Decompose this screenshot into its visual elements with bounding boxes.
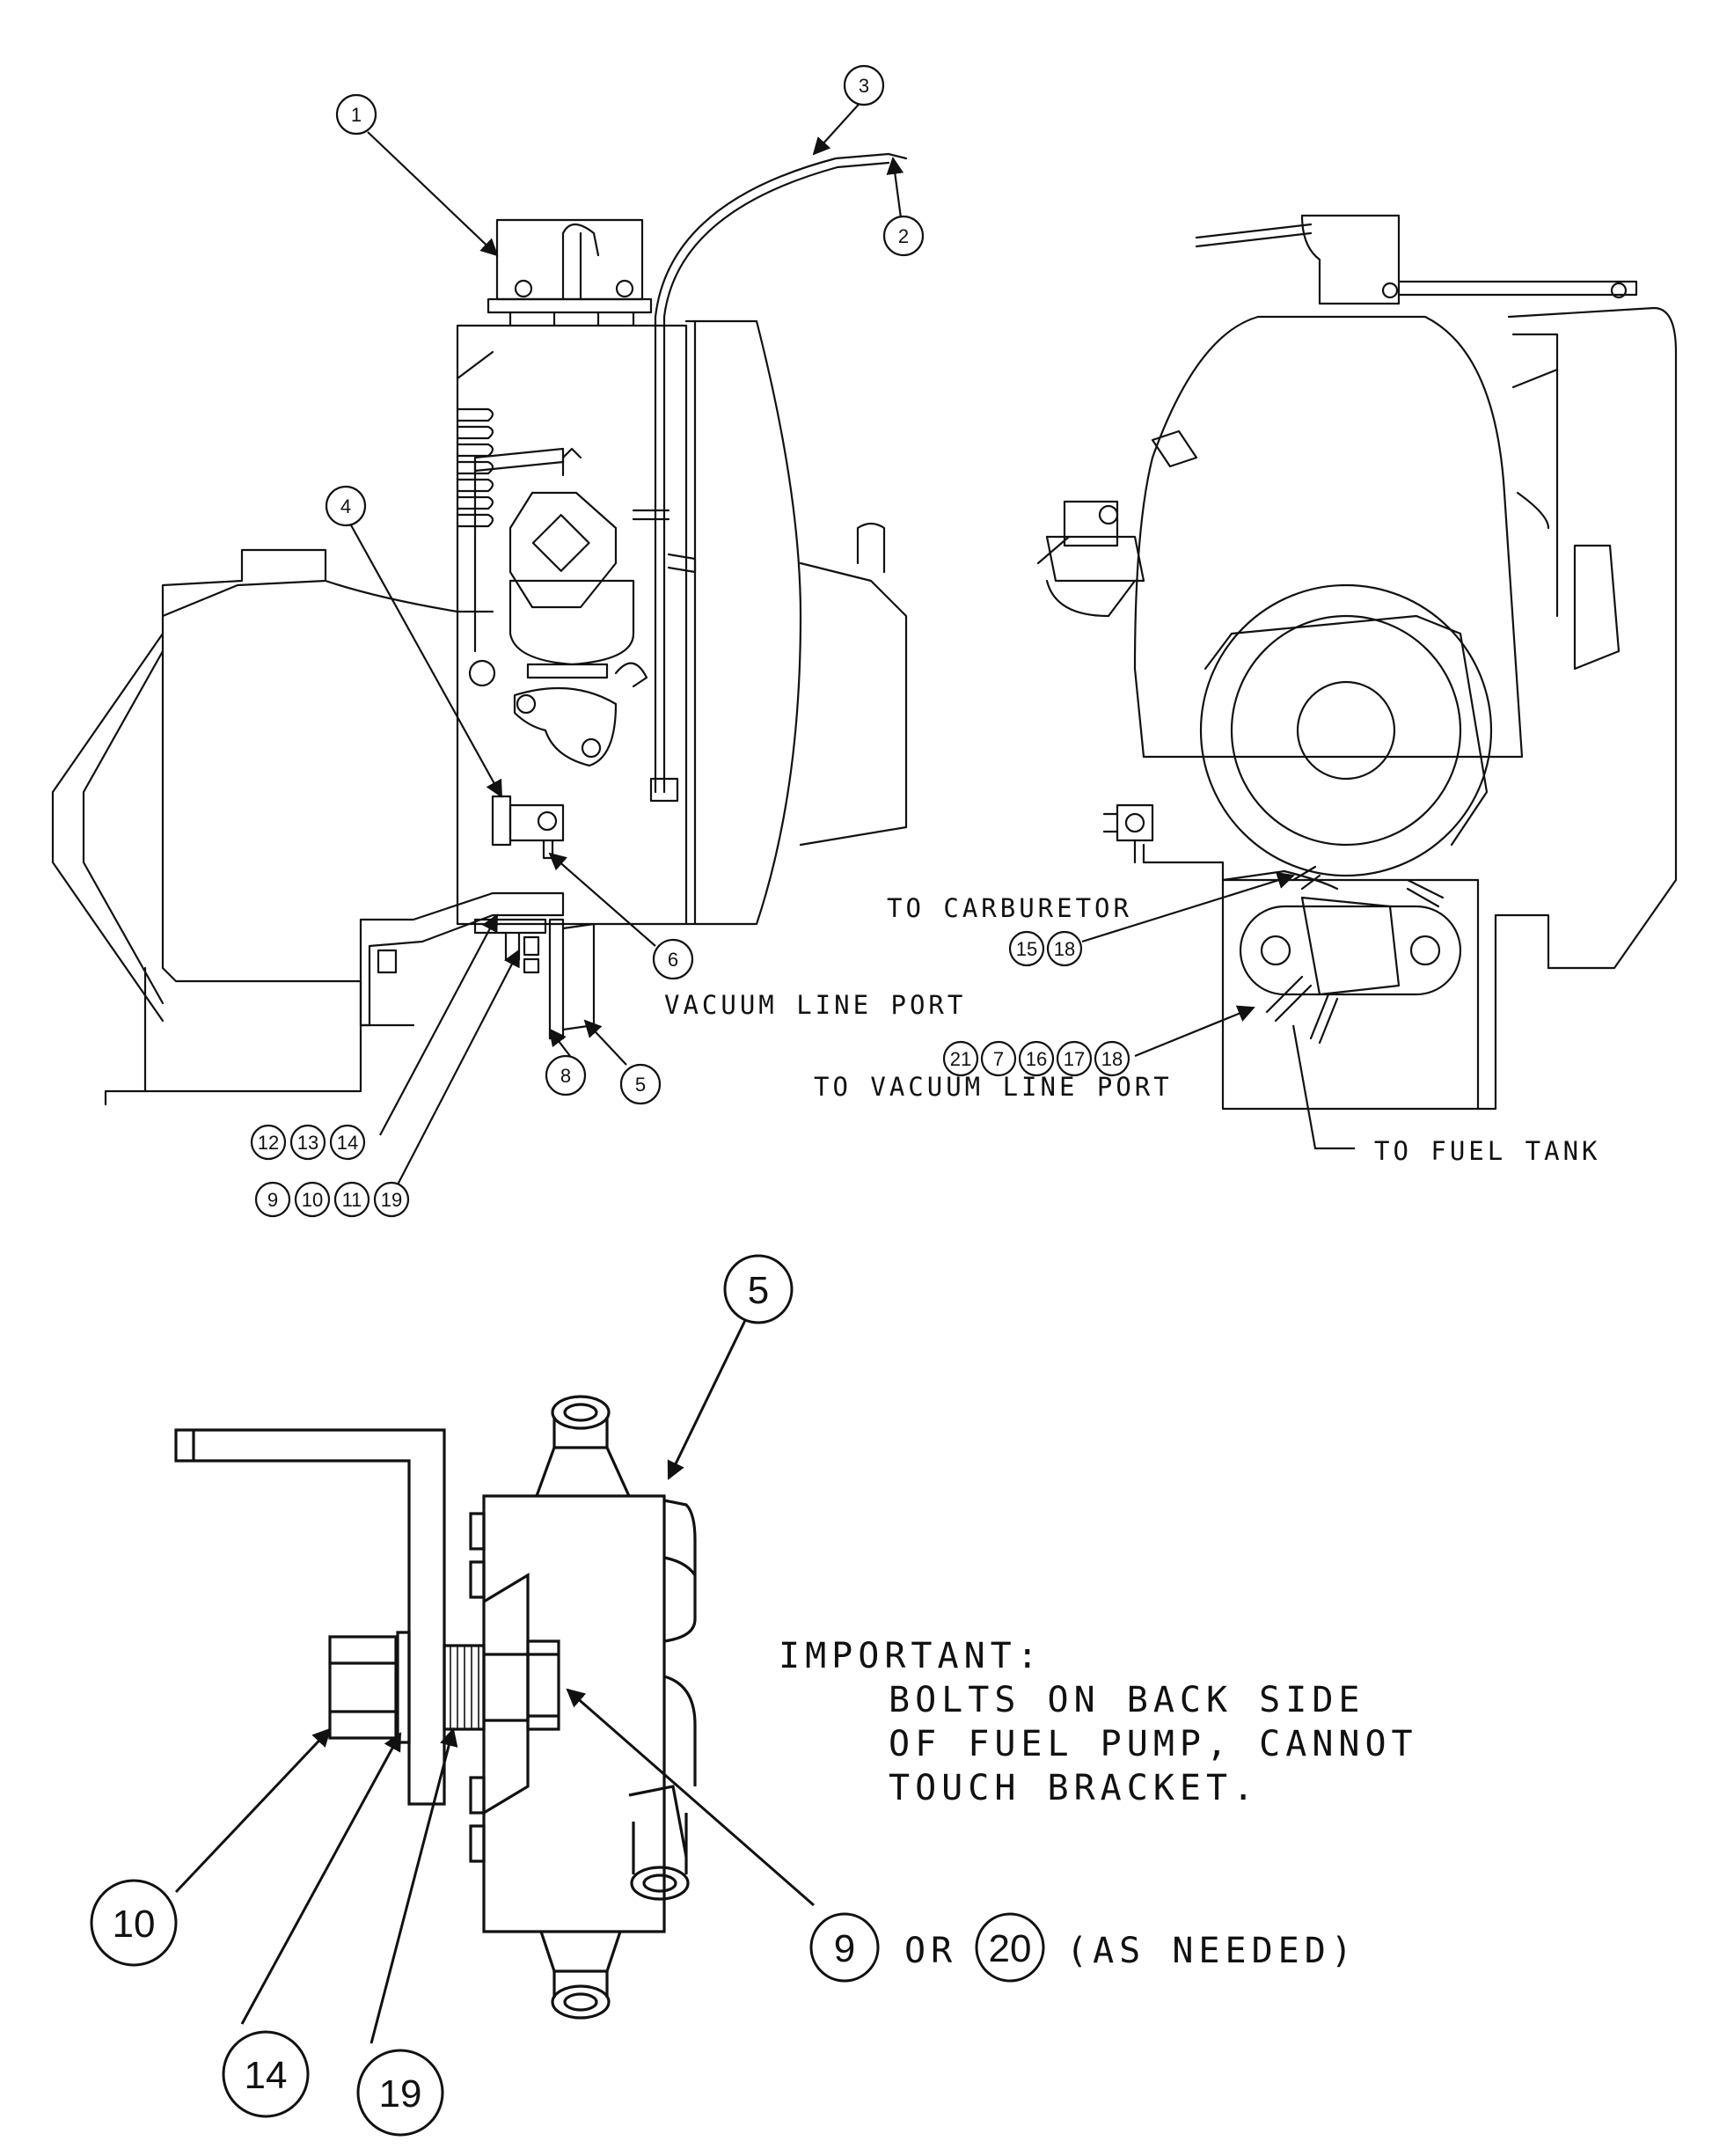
- important-note: IMPORTANT: BOLTS ON BACK SIDE OF FUEL PU…: [779, 1636, 1418, 1808]
- svg-text:11: 11: [342, 1189, 362, 1211]
- callout-group-9-10-11-19: 9 10 11 19: [254, 1181, 410, 1218]
- svg-text:7: 7: [993, 1048, 1004, 1070]
- svg-text:10: 10: [113, 1903, 156, 1946]
- svg-text:20: 20: [989, 1927, 1032, 1970]
- svg-text:17: 17: [1064, 1048, 1085, 1070]
- svg-text:6: 6: [668, 949, 678, 971]
- svg-text:5: 5: [748, 1269, 769, 1312]
- important-line-3: TOUCH BRACKET.: [889, 1768, 1259, 1808]
- leader-lines: [174, 98, 1355, 2044]
- label-as-needed: (AS NEEDED): [1066, 1931, 1357, 1971]
- svg-text:9: 9: [267, 1189, 278, 1211]
- svg-text:5: 5: [635, 1074, 646, 1096]
- callout-8: 8: [545, 1054, 587, 1096]
- callout-1: 1: [335, 93, 377, 136]
- svg-text:19: 19: [379, 2072, 422, 2116]
- svg-text:4: 4: [340, 495, 351, 517]
- svg-text:2: 2: [898, 225, 909, 247]
- detail-view: [174, 1395, 697, 2020]
- label-or: OR: [904, 1931, 957, 1971]
- important-line-1: BOLTS ON BACK SIDE: [889, 1680, 1364, 1720]
- left-engine-view: [51, 152, 908, 1106]
- label-to-vacuum-line-port: TO VACUUM LINE PORT: [814, 1072, 1173, 1102]
- svg-text:10: 10: [302, 1189, 323, 1211]
- svg-text:21: 21: [950, 1048, 971, 1070]
- svg-text:18: 18: [1101, 1048, 1123, 1070]
- svg-text:12: 12: [258, 1132, 279, 1154]
- svg-text:16: 16: [1026, 1048, 1047, 1070]
- label-to-carburetor: TO CARBURETOR: [887, 893, 1132, 923]
- svg-text:9: 9: [834, 1927, 855, 1970]
- detail-callout-10: 10: [90, 1879, 178, 1967]
- detail-callout-19: 19: [356, 2049, 444, 2137]
- label-to-fuel-tank: TO FUEL TANK: [1374, 1136, 1601, 1166]
- svg-text:18: 18: [1054, 938, 1075, 960]
- svg-text:13: 13: [297, 1132, 318, 1154]
- callout-group-21-7-16-17-18: 21 7 16 17 18: [942, 1040, 1130, 1077]
- callout-4: 4: [325, 485, 367, 527]
- callout-group-12-13-14: 12 13 14: [250, 1124, 366, 1161]
- detail-callout-5: 5: [723, 1254, 794, 1324]
- important-line-2: OF FUEL PUMP, CANNOT: [889, 1724, 1418, 1764]
- label-vacuum-line-port: VACUUM LINE PORT: [664, 990, 966, 1020]
- svg-text:14: 14: [337, 1132, 358, 1154]
- svg-text:19: 19: [381, 1189, 402, 1211]
- callout-6: 6: [652, 938, 694, 980]
- svg-text:1: 1: [351, 104, 362, 126]
- callout-2: 2: [882, 215, 925, 257]
- detail-callout-20: 20: [975, 1912, 1045, 1983]
- right-engine-view: [1036, 214, 1678, 1111]
- callout-group-15-18: 15 18: [1008, 930, 1083, 967]
- svg-text:14: 14: [245, 2054, 288, 2097]
- detail-callout-14: 14: [222, 2030, 310, 2118]
- callout-5: 5: [619, 1063, 662, 1105]
- important-title: IMPORTANT:: [779, 1636, 1043, 1676]
- svg-text:15: 15: [1016, 938, 1037, 960]
- detail-callout-9: 9: [809, 1912, 880, 1983]
- callout-3: 3: [843, 64, 885, 106]
- svg-text:8: 8: [560, 1065, 571, 1087]
- svg-text:3: 3: [859, 75, 869, 97]
